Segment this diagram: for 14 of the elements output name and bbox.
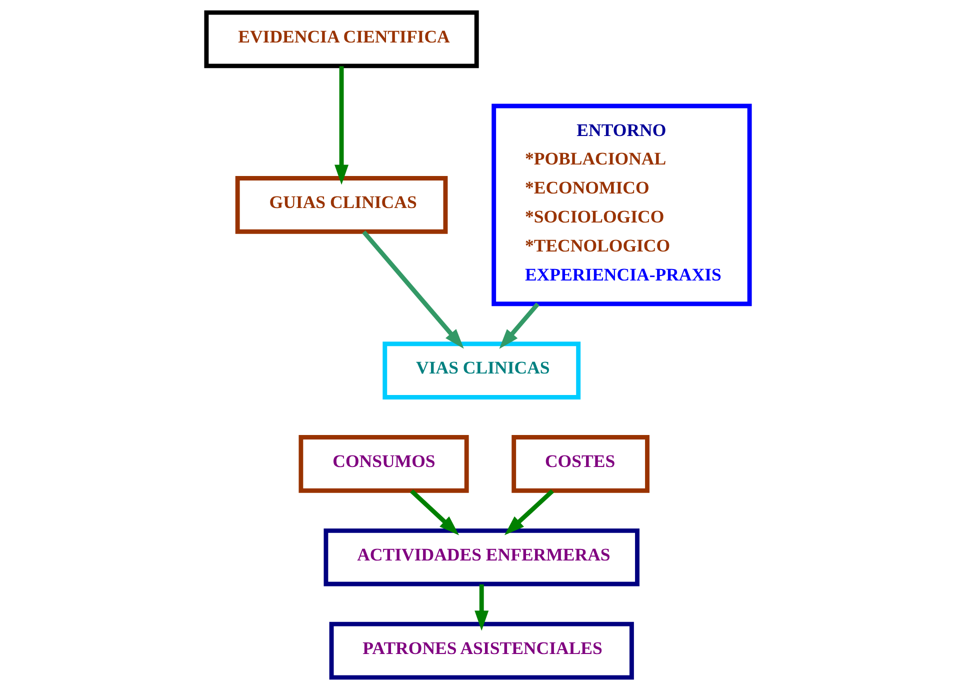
node-box: ENTORNO *POBLACIONAL *ECONOMICO *SOCIOLOGICO *TECNOLOGICO EXPERIENCIA-PRAXIS: [491, 104, 752, 306]
node-box: CONSUMOS: [298, 435, 468, 493]
arrow: [362, 230, 464, 349]
node-box: EVIDENCIA CIENTIFICA: [204, 10, 478, 68]
node-box: PATRONES ASISTENCIALES: [328, 622, 634, 680]
arrow: [504, 489, 554, 536]
arrow: [474, 584, 488, 631]
node-box: COSTES: [511, 435, 649, 493]
arrow: [498, 302, 539, 349]
arrow: [334, 66, 348, 185]
node-box: GUIAS CLINICAS: [234, 176, 448, 234]
node-box: VIAS CLINICAS: [382, 342, 580, 400]
node-box: ACTIVIDADES ENFERMERAS: [323, 528, 639, 586]
arrow: [410, 489, 459, 536]
